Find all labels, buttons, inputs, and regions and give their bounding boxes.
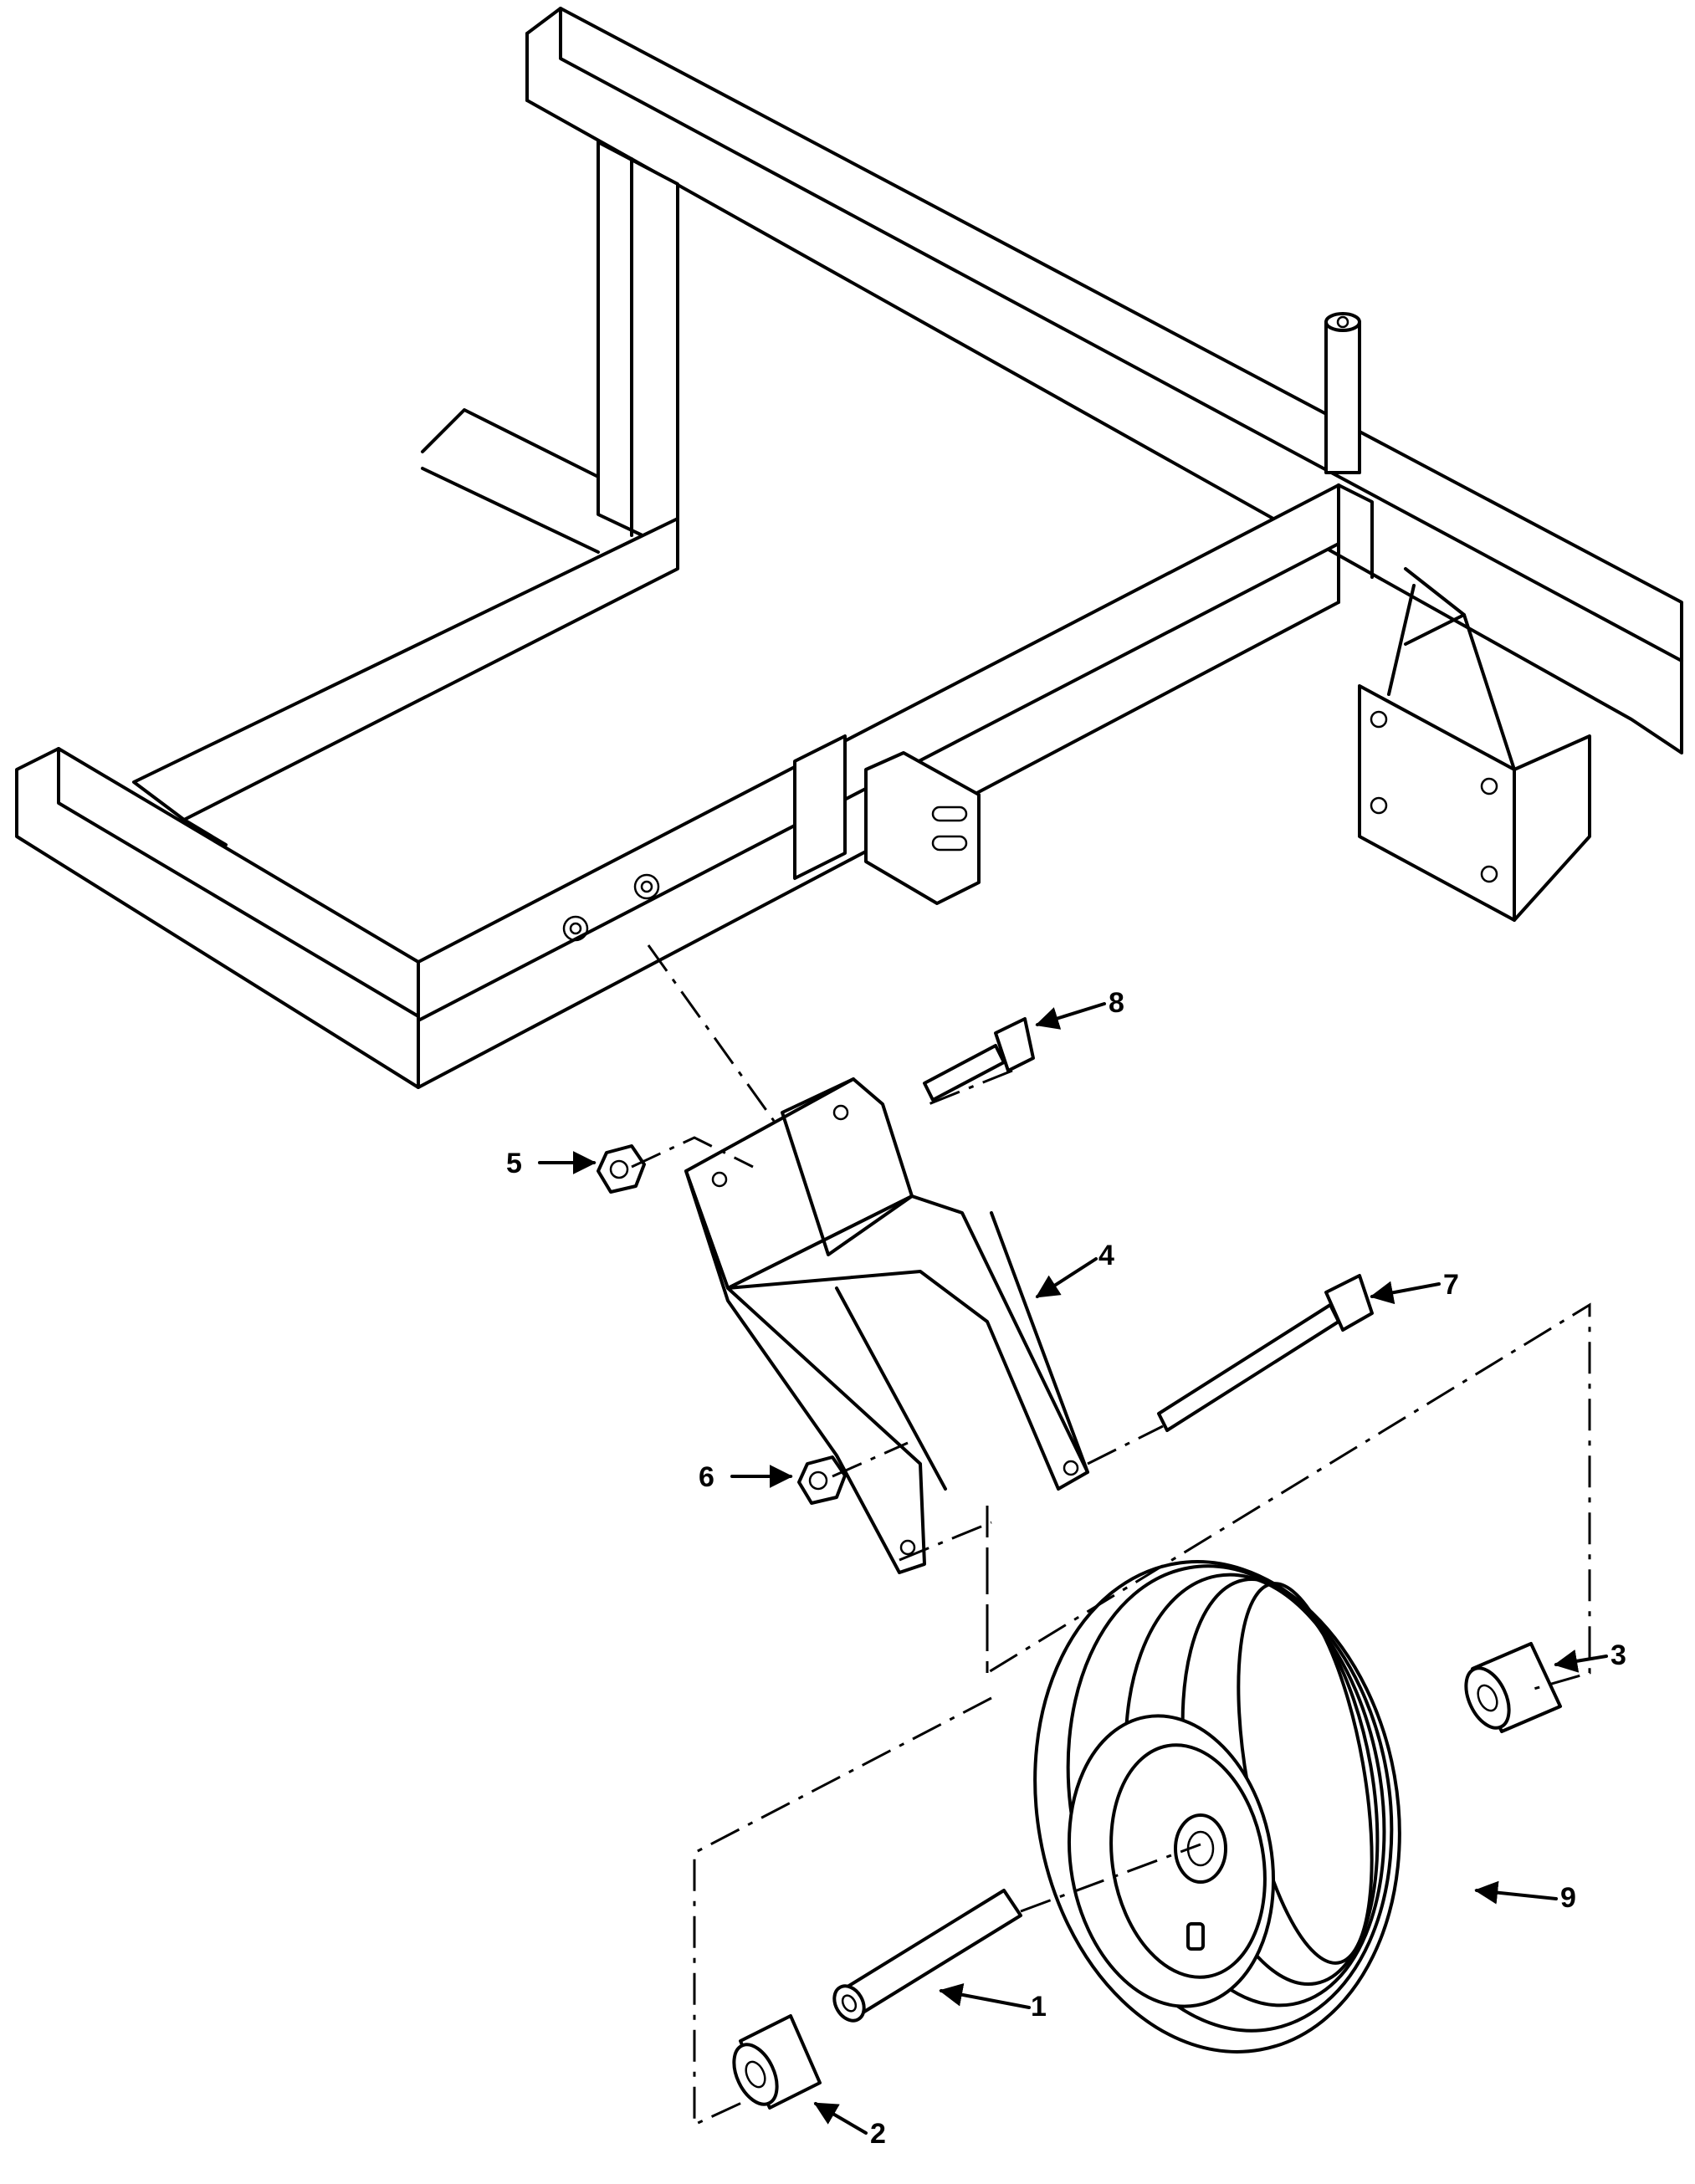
callout-2: 2 [870, 2118, 886, 2150]
callout-5: 5 [506, 1148, 522, 1179]
spacer-left [732, 2014, 822, 2110]
caster-fork-bracket [684, 1077, 1089, 1574]
callout-1: 1 [1031, 1991, 1047, 2023]
callout-labels: 1 2 3 4 5 6 7 8 9 [506, 987, 1626, 2150]
nut-lower [797, 1455, 847, 1505]
callout-4: 4 [1098, 1240, 1114, 1271]
callout-8: 8 [1109, 987, 1124, 1019]
spacer-right [1464, 1642, 1562, 1733]
axle-shaft [832, 1889, 1022, 2023]
trailer-frame [15, 7, 1683, 1089]
bolt-short [923, 1017, 1035, 1102]
callout-leaders [538, 1002, 1608, 2135]
assembly-centerlines [631, 944, 1591, 2127]
callout-9: 9 [1560, 1882, 1576, 1914]
callout-6: 6 [699, 1461, 714, 1493]
callout-3: 3 [1611, 1639, 1626, 1671]
nut-upper [597, 1144, 646, 1194]
callout-7: 7 [1443, 1269, 1459, 1301]
bolt-long [1157, 1274, 1374, 1432]
wheel-and-tire [1033, 1560, 1401, 2054]
